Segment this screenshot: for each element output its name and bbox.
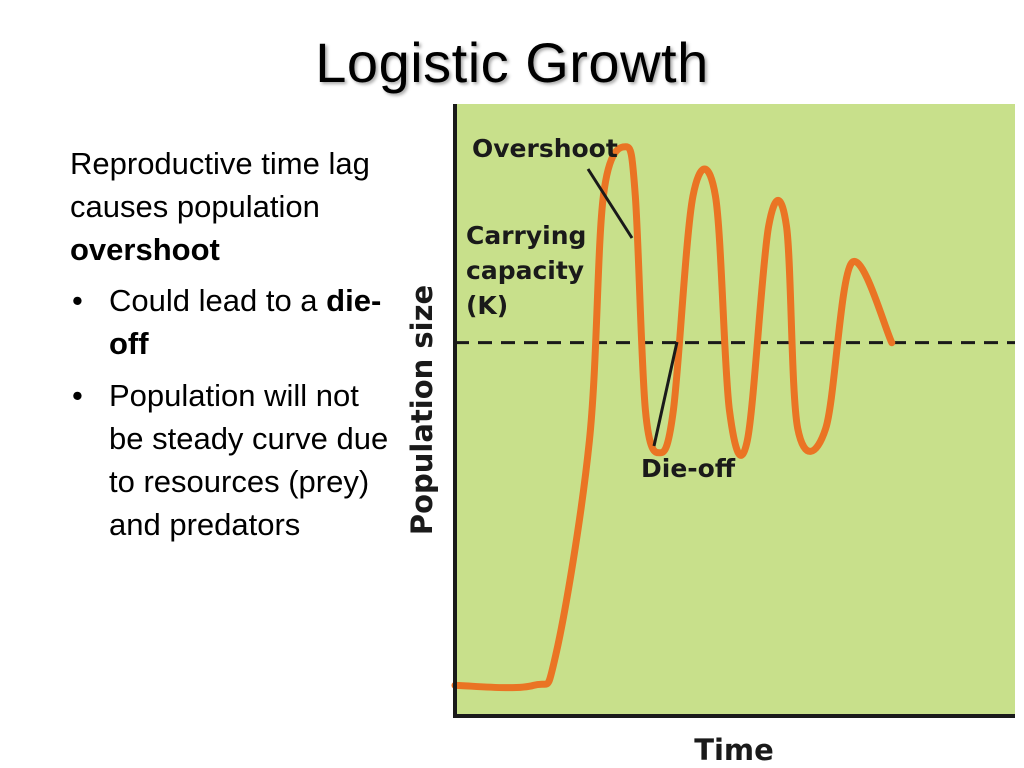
x-axis-label: Time [694,733,774,767]
bullet-icon: • [72,378,83,413]
intro-paragraph: Reproductive time lag causes population … [70,142,390,271]
plot-axes [453,104,1015,718]
overshoot-pointer [586,168,634,239]
carrying-capacity-label-line1: Carrying [466,221,586,250]
carrying-capacity-label-line3: (K) [466,291,508,320]
bullet-icon: • [72,283,83,318]
bullet-bold: die-off [109,283,382,361]
y-axis-label: Population size [405,285,439,535]
die-off-label: Die-off [641,454,736,483]
carrying-capacity-label-line2: capacity [466,256,584,285]
die-off-pointer [652,341,679,447]
bullet-text: Population will not be steady curve due … [109,378,389,542]
bullet-item-2: • Population will not be steady curve due… [70,374,390,546]
bullet-text: Could lead to a [109,283,327,318]
intro-bold: overshoot [70,232,220,267]
bullet-item-1: • Could lead to a die-off [70,279,390,365]
population-curve [451,143,896,692]
plot-background [455,104,1015,716]
intro-text: Reproductive time lag causes population [70,146,370,224]
slide-title: Logistic Growth [315,31,709,94]
body-text: Reproductive time lag causes population … [70,142,390,555]
overshoot-label: Overshoot [472,134,618,163]
bullet-list: • Could lead to a die-off • Population wil… [70,279,390,546]
